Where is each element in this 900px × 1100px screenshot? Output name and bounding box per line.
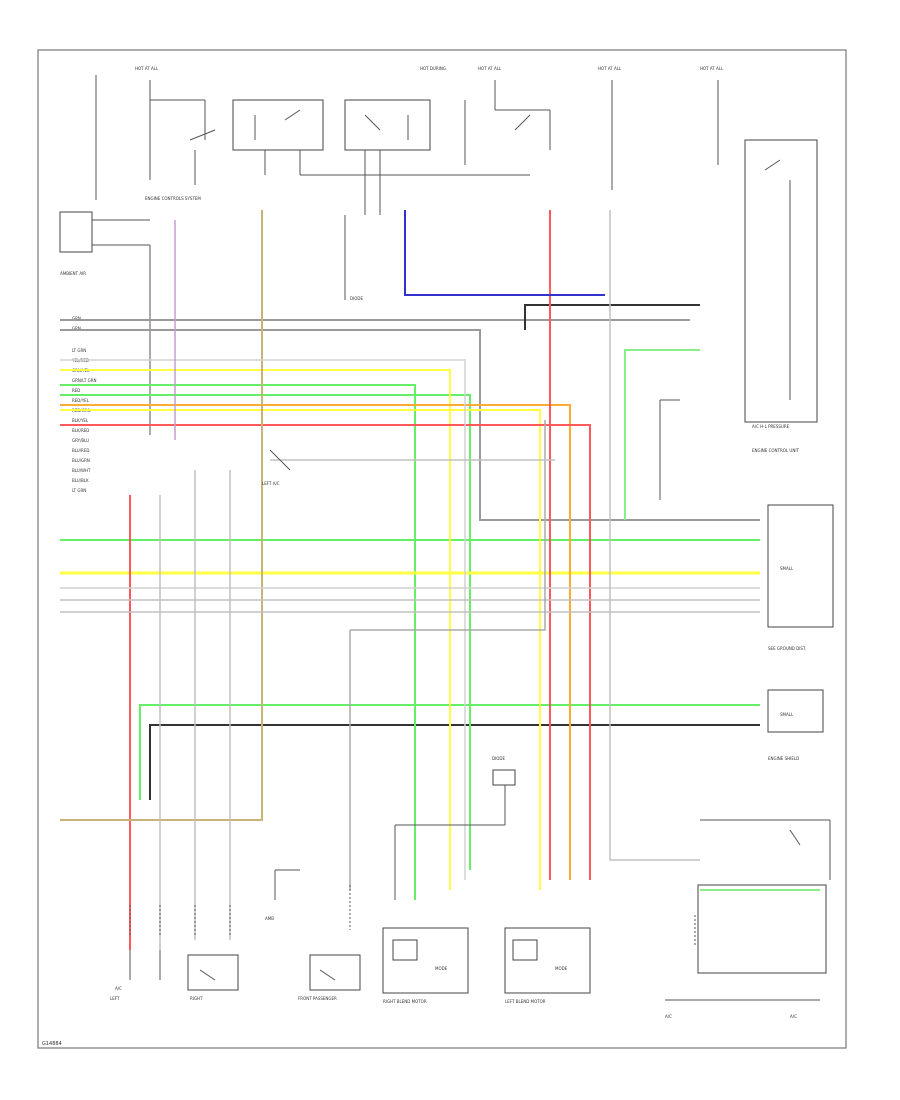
svg-text:SMALL: SMALL [780,712,794,717]
wire-dark-1 [524,304,700,330]
left-blend-motor [504,927,591,994]
svg-text:FRONT PASSENGER: FRONT PASSENGER [298,996,337,1001]
diagram-code: G14884 [42,1041,62,1047]
svg-text:AMB: AMB [265,916,274,921]
wire-lgray-10 [609,210,700,861]
right-connectors: SMALL SMALL SEE GROUND DIST. ENGINE SHIE… [659,399,834,761]
wire-green-4 [139,704,760,800]
branch-ticks [129,885,696,945]
svg-text:A/C H-L PRESSURE: A/C H-L PRESSURE [752,424,790,429]
wire-tan-1 [60,210,263,821]
ac-relay-box [344,99,431,151]
wire-yellow-3 [60,409,541,890]
svg-text:HOT DURING: HOT DURING [420,66,446,71]
connector-right-2 [767,689,824,733]
pressure-switch-right: A/C H-L PRESSURE ENGINE CONTROL UNIT [744,139,818,453]
svg-text:RIGHT BLEND MOTOR: RIGHT BLEND MOTOR [383,999,427,1004]
wire-green-1 [60,384,416,900]
svg-text:HOT AT ALL: HOT AT ALL [478,66,502,71]
svg-text:RIGHT: RIGHT [190,996,203,1001]
svg-text:HOT AT ALL: HOT AT ALL [135,66,159,71]
svg-text:GRN/LT GRN: GRN/LT GRN [72,378,96,383]
svg-text:LEFT A/C: LEFT A/C [262,481,280,486]
svg-text:BLK/YEL: BLK/YEL [72,418,89,423]
wire-red-1 [60,424,591,880]
top-power-section: HOT AT ALL HOT DURING HOT AT ALL HOT AT … [95,66,724,215]
ignition-relay-box [232,99,324,151]
wire-lgray-1 [60,359,466,880]
svg-text:A/C: A/C [665,1014,672,1019]
connector-right-1 [767,504,834,628]
svg-text:BLU/BLK: BLU/BLK [72,478,89,483]
wire-lgray-6 [350,420,546,631]
svg-text:MODE: MODE [555,966,568,971]
wire-blue-1 [404,210,605,296]
svg-text:ENGINE CONTROL UNIT: ENGINE CONTROL UNIT [752,448,799,453]
svg-text:AMBIENT AIR: AMBIENT AIR [60,271,86,276]
center-top-connector: DIODE [394,756,516,900]
svg-text:BLK/RED: BLK/RED [72,428,89,433]
svg-text:RED/YEL: RED/YEL [72,398,90,403]
right-blend-motor [382,927,469,994]
svg-text:LT GRN: LT GRN [72,488,86,493]
bottom-components: A/C LEFT RIGHT AMB FRONT PASSENGER MODE … [110,819,831,1019]
wire-runs [60,210,820,950]
wire-orange-1 [60,404,571,880]
svg-text:BLU/WHT: BLU/WHT [72,468,91,473]
mode-motor-box [187,954,239,991]
wire-green-2 [60,394,471,870]
svg-text:SEE GROUND DIST.: SEE GROUND DIST. [768,646,806,651]
wire-yellow-1 [60,369,451,890]
svg-text:ENGINE CONTROLS SYSTEM: ENGINE CONTROLS SYSTEM [145,196,201,201]
svg-text:GRY/BLU: GRY/BLU [72,438,89,443]
svg-text:RED: RED [72,388,80,393]
diagram-frame [37,49,847,1049]
wire-dark-2 [149,724,760,800]
actuator-box [309,954,361,991]
svg-text:BLU/RED: BLU/RED [72,448,89,453]
svg-text:LEFT: LEFT [110,996,120,1001]
wire-green-5 [624,349,700,520]
svg-text:HOT AT ALL: HOT AT ALL [700,66,724,71]
svg-text:A/C: A/C [790,1014,797,1019]
svg-text:A/C: A/C [115,986,122,991]
svg-text:ENGINE SHIELD: ENGINE SHIELD [768,756,799,761]
pressure-switch-box [744,139,818,423]
svg-text:SMALL: SMALL [780,566,794,571]
svg-text:DIODE: DIODE [492,756,505,761]
svg-text:GRN: GRN [72,326,81,331]
svg-text:BLU/GRN: BLU/GRN [72,458,90,463]
svg-text:DIODE: DIODE [350,296,363,301]
svg-text:MODE: MODE [435,966,448,971]
svg-text:HOT AT ALL: HOT AT ALL [598,66,622,71]
svg-text:LEFT BLEND MOTOR: LEFT BLEND MOTOR [505,999,546,1004]
svg-text:LT GRN: LT GRN [72,348,86,353]
sensor-box-right [697,884,827,974]
svg-text:GRN: GRN [72,316,81,321]
center-small-switch: LEFT A/C DIODE [262,215,363,486]
